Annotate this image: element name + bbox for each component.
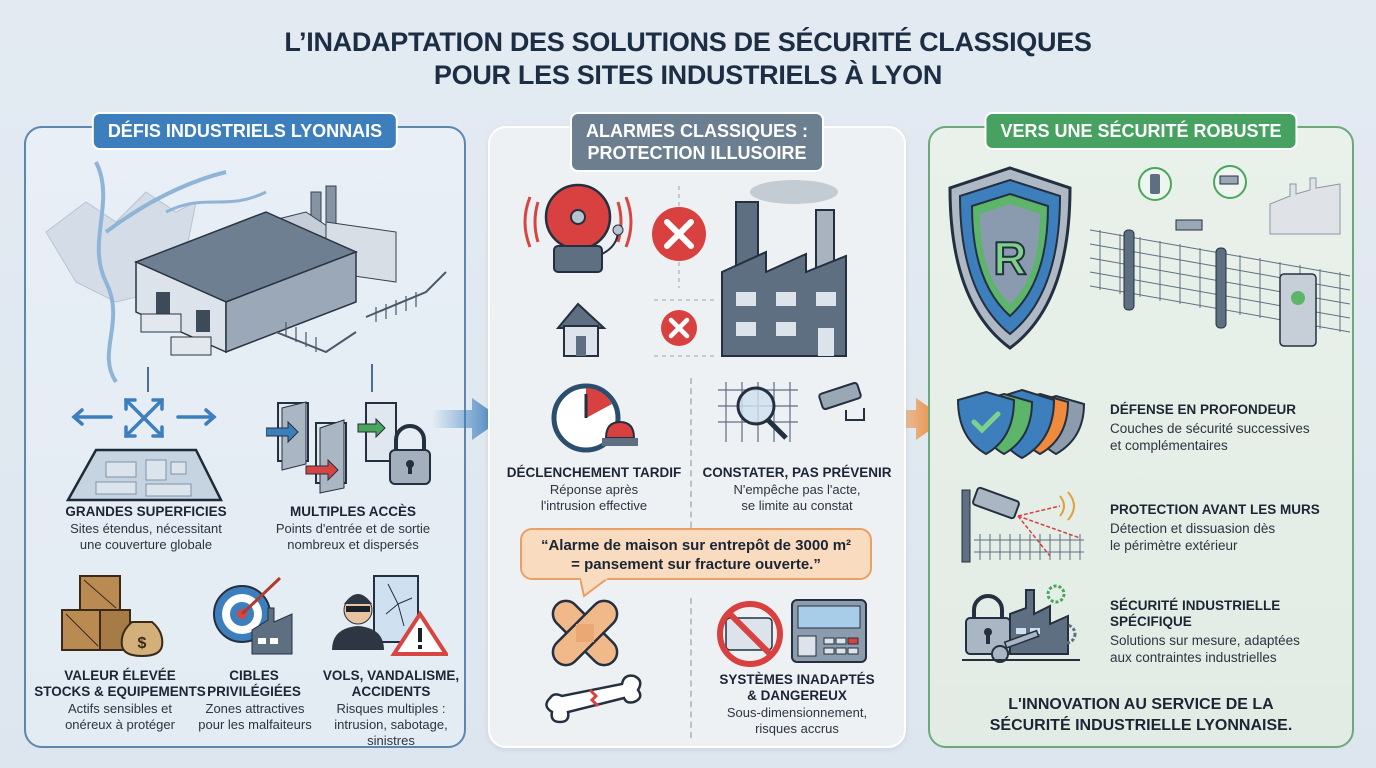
alarms-panel: ALARMES CLASSIQUES : PROTECTION ILLUSOIR… <box>488 112 906 748</box>
bell-vs-factory-illustration <box>523 180 847 357</box>
quote-bubble: “Alarme de maison sur entrepôt de 3000 m… <box>520 528 872 580</box>
page-title: L’INADAPTATION DES SOLUTIONS DE SÉCURITÉ… <box>284 27 1092 90</box>
divider <box>690 598 692 738</box>
doors-lock-icon <box>266 401 431 494</box>
alarms-badge: ALARMES CLASSIQUES : PROTECTION ILLUSOIR… <box>569 112 825 172</box>
svg-text:$: $ <box>138 635 147 652</box>
closing-statement: L'INNOVATION AU SERVICE DE LA SÉCURITÉ I… <box>989 696 1293 734</box>
challenges-panel: DÉFIS INDUSTRIELS LYONNAIS <box>24 112 466 748</box>
magnifier-camera-icon <box>718 381 865 442</box>
forbidden-panel-icon <box>717 599 867 667</box>
divider <box>690 378 692 538</box>
burglar-warning-icon <box>332 575 448 656</box>
layered-shields-icon <box>956 388 1086 460</box>
perimeter-camera-icon <box>961 486 1084 563</box>
expand-floorplan-icon <box>66 398 224 502</box>
crates-money-icon: $ <box>61 575 164 658</box>
svg-text:R: R <box>993 232 1026 284</box>
arrow-right-blue-icon <box>432 398 502 440</box>
lock-key-factory-icon <box>962 584 1080 663</box>
target-factory-icon <box>213 576 293 655</box>
challenges-badge: DÉFIS INDUSTRIELS LYONNAIS <box>91 112 399 150</box>
quote-tail <box>580 578 610 598</box>
robust-badge: VERS UNE SÉCURITÉ ROBUSTE <box>984 112 1298 150</box>
robust-panel: VERS UNE SÉCURITÉ ROBUSTE R DÉFENSE <box>928 112 1354 748</box>
bandage-bone-icon <box>545 599 642 724</box>
shield-fence-illustration: R <box>948 165 1350 350</box>
lyon-factory-illustration <box>45 161 447 392</box>
clock-siren-icon <box>551 383 638 453</box>
